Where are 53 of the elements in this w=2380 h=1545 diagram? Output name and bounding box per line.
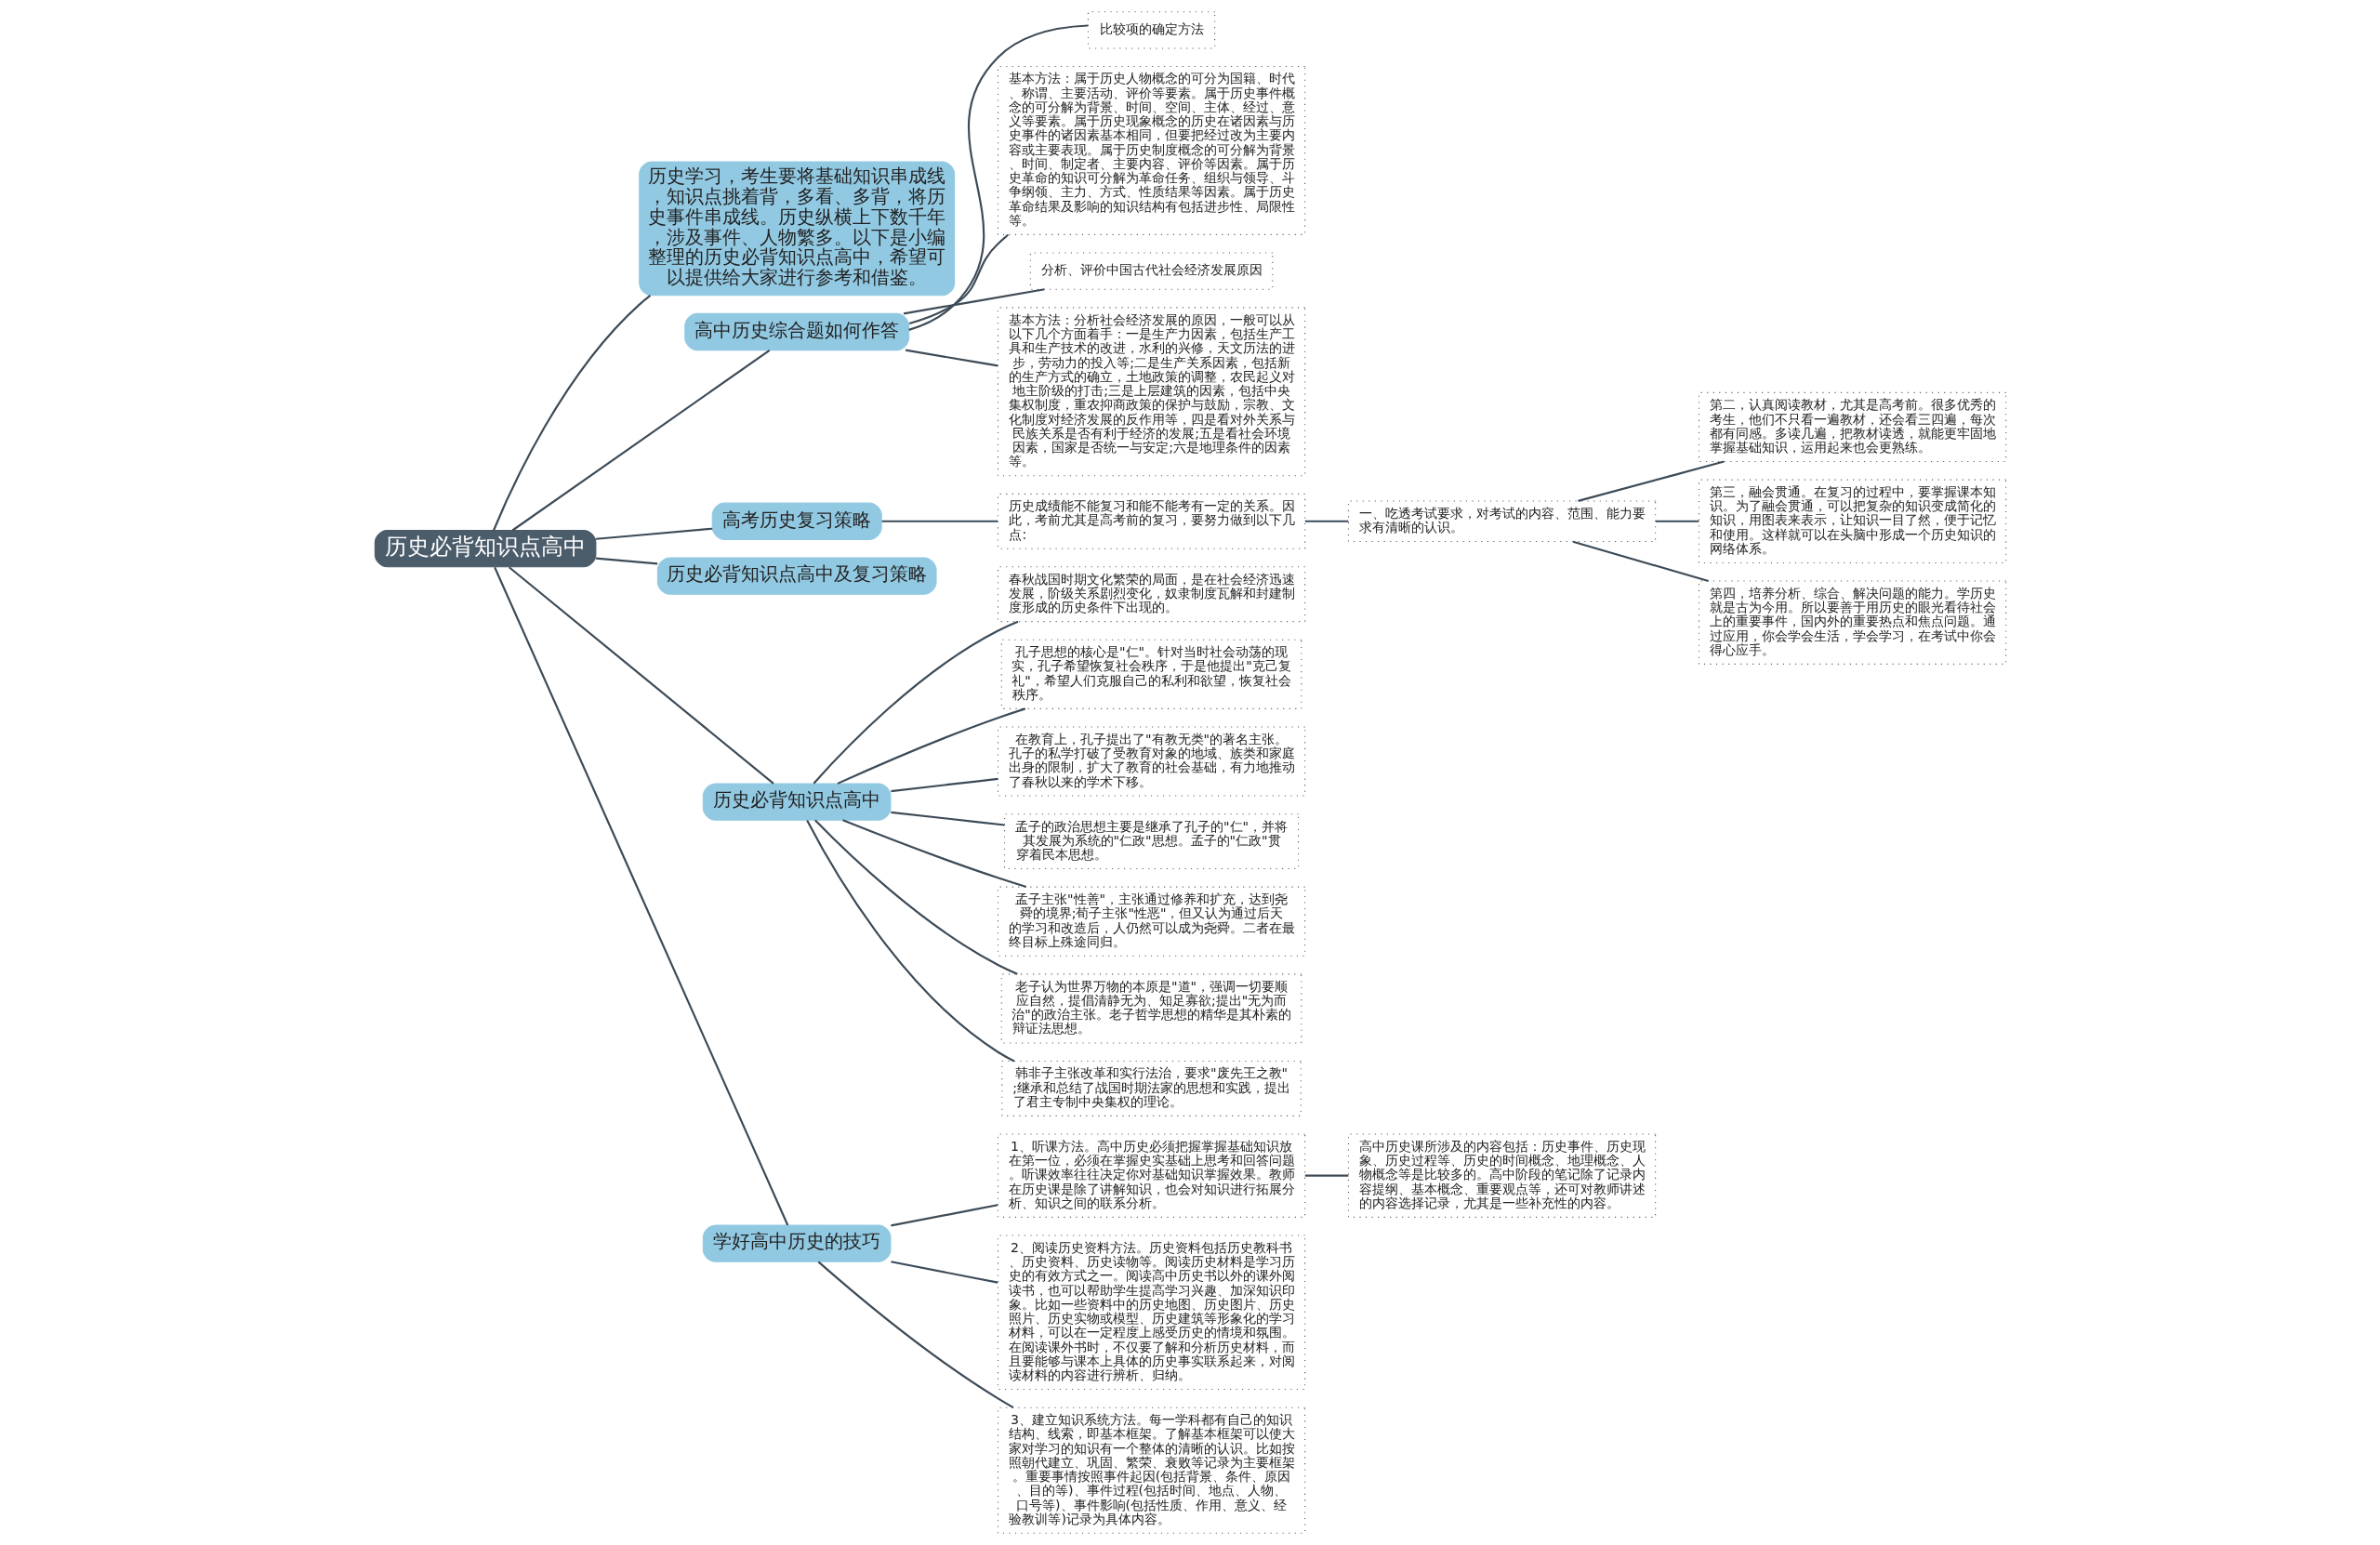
connector <box>813 620 1018 785</box>
node-box: 分析、评价中国古代社会经济发展原因 <box>1029 252 1273 290</box>
node-box: 基本方法：属于历史人物概念的可分为国籍、时代、称谓、主要活动、评价等要素。属于历史事件概念的可分解为背景、时间、空间、主体、经过、意义等要素。属于历史现象概念的历史在诸因素与历史事件的诸因素基本相同，但要把经过改为主要内容或主要表现。属于历史制度概念的可分解为背景、时间、制定者、主要内容、评价等因素。属于历史革命的知识可分解为革命任务、组织与领导、斗争纲领、主力、方式、性质结果等因素。属于历史革命结果及影响的知识结构有包括进步性、局限性等。 <box>997 66 1305 235</box>
node-box: 学好高中历史的技巧 <box>702 1224 891 1262</box>
connector <box>890 811 1005 826</box>
node-box: 比较项的确定方法 <box>1087 11 1215 49</box>
connector <box>841 819 1026 889</box>
connector <box>905 349 998 367</box>
connector <box>907 24 1088 331</box>
node-box: 孔子思想的核心是"仁"。针对当时社会动荡的现实，孔子希望恢复社会秩序，于是他提出"克己复礼"，希望人们克服自己的私利和欲望，恢复社会秩序。 <box>1000 639 1302 709</box>
connector <box>805 820 1014 1063</box>
connector <box>492 294 651 531</box>
connector <box>837 707 1025 785</box>
node-box: 韩非子主张改革和实行法治，要求"废先王之教";继承和总结了战国时期法家的思想和实践，提出了君主专制中央集权的理论。 <box>1000 1061 1302 1116</box>
connector <box>903 288 1045 315</box>
node-box: 高考历史复习策略 <box>711 502 882 540</box>
node-box: 基本方法：分析社会经济发展的原因，一般可以从以下几个方面着手：一是生产力因素，包括生产工具和生产技术的改进，水利的兴修，天文历法的进步，劳动力的投入等;二是生产关系因素，包括新的生产方式的确立，土地政策的调整，农民起义对地主阶级的打击;三是上层建筑的因素，包括中央集权制度，重农抑商政策的保护与鼓励，宗教、文化制度对经济发展的反作用等，四是看对外关系与民族关系是否有利于经济的发展;五是看社会环境因素，国家是否统一与安定;六是地理条件的因素等。 <box>997 307 1305 477</box>
connector <box>813 819 1018 975</box>
node-box: 高中历史综合题如何作答 <box>683 312 909 351</box>
connector <box>908 233 1009 325</box>
node-box: 历史学习，考生要将基础知识串成线，知识点挑着背，多看、多背，将历史事件串成线。历史纵横上下数千年，涉及事件、人物繁多。以下是小编整理的历史必背知识点高中，希望可以提供给大家进行参考和借鉴。 <box>638 161 955 297</box>
connector <box>890 1204 998 1227</box>
connector <box>890 777 998 793</box>
node-box: 老子认为世界万物的本原是"道"，强调一切要顺应自然，提倡清静无为、知足寡欲;提出"无为而治"的政治主张。老子哲学思想的精华是其朴素的辩证法思想。 <box>1000 973 1302 1044</box>
connector <box>1304 1174 1348 1177</box>
node-box: 第四，培养分析、综合、解决问题的能力。学历史就是古为今用。所以要善于用历史的眼光看待社会上的重要事件，国内外的重要热点和焦点问题。通过应用，你会学会生活，学会学习，在考试中你会得心应手。 <box>1698 580 2006 665</box>
connector <box>493 566 788 1226</box>
node-box: 高中历史课所涉及的内容包括：历史事件、历史现象、历史过程等、历史的时间概念、地理概念、人物概念等是比较多的。高中阶段的笔记除了记录内容提纲、基本概念、重要观点等，还可对教师讲述的内容选择记录，尤其是一些补充性的内容。 <box>1347 1133 1656 1218</box>
node-box: 孟子的政治思想主要是继承了孔子的"仁"，并将其发展为系统的"仁政"思想。孟子的"仁政"贯穿着民本思想。 <box>1003 813 1299 870</box>
node-box: 2、阅读历史资料方法。历史资料包括历史教科书、历史资料、历史读物等。阅读历史材料是学习历史的有效方式之一。阅读高中历史书以外的课外阅读书，也可以帮助学生提高学习兴趣、加深知识印象。比如一些资料中的历史地图、历史图片、历史照片、历史实物或模型、历史建筑等形象化的学习材料，可以在一定程度上感受历史的情境和氛围。在阅读课外书时，不仅要了解和分析历史材料，而且要能够与课本上具体的历史事实联系起来，对阅读材料的内容进行辨析、归纳。 <box>997 1235 1305 1391</box>
node-box: 历史必背知识点高中及复习策略 <box>656 557 937 595</box>
connector <box>511 350 770 532</box>
node-box: 3、建立知识系统方法。每一学科都有自己的知识结构、线索，即基本框架。了解基本框架可以使大家对学习的知识有一个整体的清晰的认识。比如按照朝代建立、巩固、繁荣、衰败等记录为主要框架。重要事情按照事件起因(包括背景、条件、原因、目的等)、事件过程(包括时间、地点、人物、口号等)、事件影响(包括性质、作用、意义、经验教训等)记录为具体内容。 <box>997 1406 1305 1534</box>
node-box: 一、吃透考试要求，对考试的内容、范围、能力要求有清晰的认识。 <box>1347 500 1656 543</box>
connector <box>508 566 774 785</box>
connector <box>1572 540 1709 583</box>
connector <box>595 527 712 540</box>
connector <box>1655 520 1699 522</box>
node-box: 第二，认真阅读教材，尤其是高考前。很多优秀的考生，他们不只看一遍教材，还会看三四遍，每次都有同感。多读几遍，把教材读透，就能更牢固地掌握基础知识，运用起来也会更熟练。 <box>1698 391 2006 463</box>
node-box: 历史成绩能不能复习和能不能考有一定的关系。因此，考前尤其是高考前的复习，要努力做到以下几点: <box>997 493 1305 549</box>
node-box: 1、听课方法。高中历史必须把握掌握基础知识放在第一位，必须在掌握史实基础上思考和回答问题。听课效率往往决定你对基础知识掌握效果。教师在历史课是除了讲解知识，也会对知识进行拓展分析、知识之间的联系分析。 <box>997 1133 1305 1218</box>
connector <box>817 1261 1014 1409</box>
node-box: 在教育上，孔子提出了"有教无类"的著名主张。孔子的私学打破了受教育对象的地域、族类和家庭出身的限制，扩大了教育的社会基础，有力地推动了春秋以来的学术下移。 <box>997 726 1305 797</box>
connector <box>595 557 657 565</box>
connector <box>890 1261 998 1284</box>
node-box: 春秋战国时期文化繁荣的局面，是在社会经济迅速发展，阶级关系剧烈变化，奴隶制度瓦解和封建制度形成的历史条件下出现的。 <box>997 566 1305 623</box>
connector <box>881 520 998 522</box>
connector <box>1577 460 1725 502</box>
node-box: 第三，融会贯通。在复习的过程中，要掌握课本知识。为了融会贯通，可以把复杂的知识变成简化的知识，用图表来表示，让知识一目了然，便于记忆和使用。这样就可以在头脑中形成一个历史知识的网络体系。 <box>1698 479 2006 563</box>
node-box: 历史必背知识点高中 <box>702 783 891 821</box>
connector <box>1304 520 1348 522</box>
node-box: 孟子主张"性善"，主张通过修养和扩充，达到尧舜的境界;荀子主张"性恶"，但又认为通过后天的学习和改造后，人仍然可以成为尧舜。二者在最终目标上殊途同归。 <box>997 886 1305 957</box>
node-box: 历史必背知识点高中 <box>374 530 596 568</box>
